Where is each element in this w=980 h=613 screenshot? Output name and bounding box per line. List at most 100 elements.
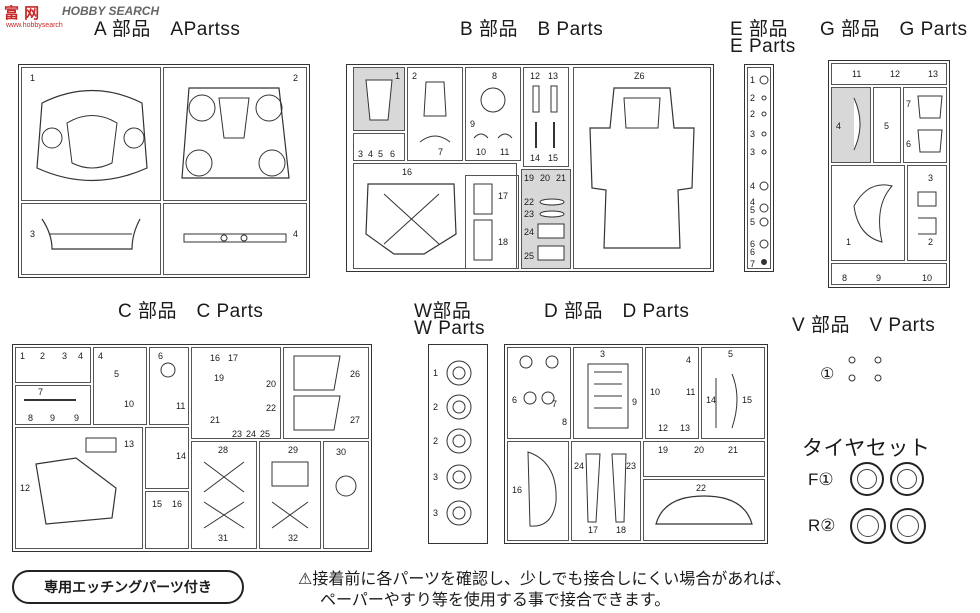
part-number: 4 <box>98 351 104 361</box>
part-number: 29 <box>288 445 299 455</box>
watermark-site: www.hobbysearch <box>6 22 63 29</box>
part-number: 12 <box>658 423 669 433</box>
part-cell: 7 8 9 9 <box>15 385 91 425</box>
part-number: 11 <box>852 69 862 79</box>
part-number: 3 <box>928 173 934 183</box>
part-cell: 5 14 15 <box>701 347 765 439</box>
part-number: 3 <box>358 149 364 159</box>
part-number: 15 <box>548 153 559 163</box>
sprue-d: 6 7 8 3 9 4 10 11 12 13 5 14 15 16 24 23… <box>504 344 768 544</box>
part-number: 9 <box>876 273 882 283</box>
sprue-b: 1 3 4 5 6 2 7 8 9 10 11 12 13 14 15 Z6 1… <box>346 64 714 272</box>
part-number: 24 <box>574 461 585 471</box>
header-v-parts: V 部品 V Parts <box>792 315 936 336</box>
part-b12-shape <box>532 85 558 148</box>
part-g1-shape <box>853 184 893 243</box>
part-number: 1 <box>30 73 36 83</box>
part-number: 20 <box>540 173 551 183</box>
part-number: 21 <box>728 445 739 455</box>
part-cell: 1 <box>831 165 905 261</box>
part-cell: 8 9 10 <box>831 263 947 285</box>
part-number: 12 <box>890 69 901 79</box>
part-number: 22 <box>266 403 277 413</box>
part-number: 6 <box>390 149 396 159</box>
part-cell: 16 <box>353 163 517 269</box>
part-number: 28 <box>218 445 229 455</box>
part-cell: 14 <box>145 427 189 489</box>
watermark-logo-text: 富 网 <box>4 5 40 22</box>
part-number: 3 <box>750 147 756 157</box>
part-cell: 4 10 11 12 13 <box>645 347 699 439</box>
part-number: 4 <box>686 355 692 365</box>
part-cell: 28 31 <box>191 441 257 549</box>
part-number: 20 <box>266 379 277 389</box>
part-number: 3 <box>30 229 36 239</box>
part-number: 18 <box>498 237 509 247</box>
part-number: 22 <box>696 483 707 493</box>
part-cell: 29 32 <box>259 441 321 549</box>
part-number: 4 <box>368 149 374 159</box>
part-a4-shape <box>183 233 287 243</box>
part-number: 25 <box>260 429 271 439</box>
part-c30-shape <box>271 461 309 529</box>
part-number: 6 <box>158 351 164 361</box>
part-number: 4 <box>78 351 84 361</box>
warning-line-1: ⚠接着前に各パーツを確認し、少しでも接合しにくい場合があれば、 <box>298 571 792 588</box>
sprue-e: 1 2 2 3 3 4 4 5 5 6 6 7 <box>744 64 774 272</box>
header-e-parts-en: E Parts <box>730 36 796 57</box>
wheel-parts <box>446 360 472 526</box>
part-number: 23 <box>524 209 535 219</box>
part-cell: 11 12 13 <box>831 63 947 85</box>
part-number: 22 <box>524 197 535 207</box>
part-number: 4 <box>750 197 756 207</box>
part-cell: 1 <box>21 67 161 201</box>
sprue-c: 1 2 3 4 7 8 9 9 4 5 10 6 11 16 17 19 20 … <box>12 344 372 552</box>
part-cell: 16 17 19 20 21 22 23 24 25 <box>191 347 281 439</box>
part-cell: 7 6 <box>903 87 947 163</box>
part-cell: 1 2 2 3 3 4 4 5 5 6 6 7 <box>747 67 771 269</box>
part-b8-shape <box>473 87 513 139</box>
part-number: 4 <box>836 121 842 131</box>
part-cell: 5 <box>873 87 901 163</box>
part-number: 9 <box>74 413 80 423</box>
part-number: 3 <box>433 472 439 482</box>
sprue-a: 1 2 3 4 <box>18 64 310 278</box>
part-number: 10 <box>124 399 135 409</box>
part-number: 7 <box>906 99 912 109</box>
part-b2-shape <box>419 81 451 143</box>
part-c7-shape <box>24 399 76 401</box>
part-number: 1 <box>394 71 400 81</box>
part-number: 11 <box>176 401 186 411</box>
part-number: 2 <box>412 71 418 81</box>
part-number: 1 <box>433 368 439 378</box>
part-cell: 2 <box>163 67 307 201</box>
part-number: 16 <box>172 499 183 509</box>
part-number: 6 <box>750 239 756 249</box>
part-number: 5 <box>750 217 756 227</box>
part-number: 2 <box>928 237 934 247</box>
part-number: 10 <box>922 273 933 283</box>
part-b26-shape <box>589 87 695 249</box>
header-g-parts: G 部品 G Parts <box>820 19 968 40</box>
part-cell: 6 7 8 <box>507 347 571 439</box>
part-g3-shape <box>917 191 937 235</box>
sprue-v: ① <box>820 354 890 390</box>
part-e-shapes <box>759 75 769 265</box>
part-cell: 6 11 <box>149 347 189 425</box>
part-b1-shape <box>365 79 393 121</box>
part-number: 7 <box>750 259 756 269</box>
part-number: 21 <box>556 173 567 183</box>
part-number: 3 <box>433 508 439 518</box>
part-cell: 3 <box>21 203 161 275</box>
part-number: 2 <box>750 109 756 119</box>
watermark-brand: HOBBY SEARCH <box>62 4 160 18</box>
part-number: 8 <box>492 71 498 81</box>
part-c29-shape <box>203 461 245 529</box>
part-cell: Z6 <box>573 67 711 269</box>
part-number: 17 <box>588 525 599 535</box>
part-number: 3 <box>600 349 606 359</box>
part-number: 17 <box>498 191 509 201</box>
part-number: 27 <box>350 415 361 425</box>
part-number: 11 <box>686 387 696 397</box>
part-number: 13 <box>548 71 559 81</box>
